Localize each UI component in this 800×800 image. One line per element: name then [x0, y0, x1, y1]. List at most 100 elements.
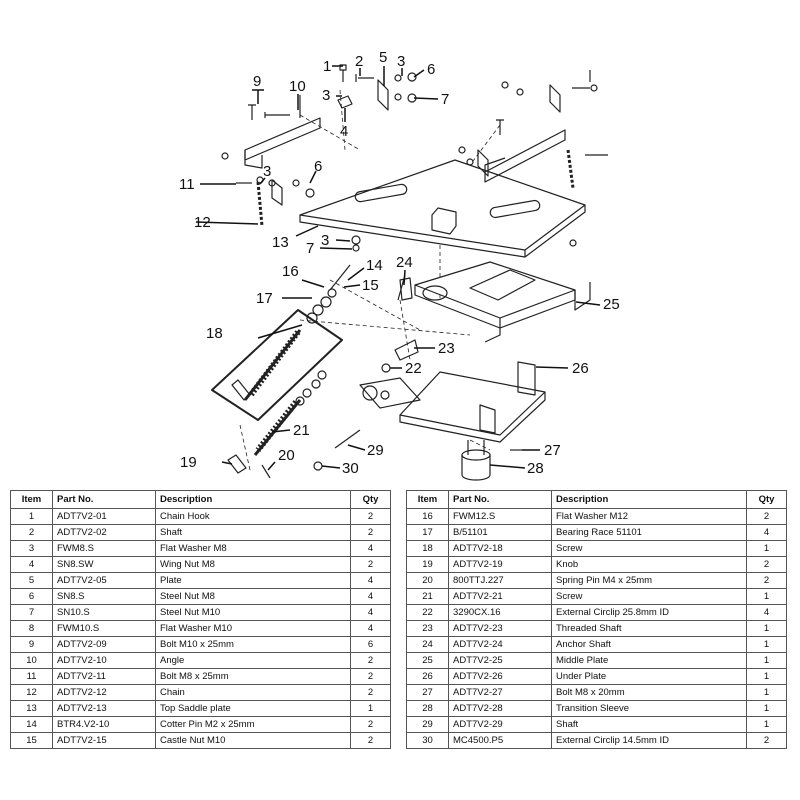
cell-part-no: FWM12.S [448, 508, 552, 525]
callout: 18 [206, 325, 223, 342]
cell-item: 8 [10, 620, 53, 637]
callout: 15 [362, 277, 379, 294]
cell-qty: 2 [746, 572, 787, 589]
cell-description: Transition Sleeve [551, 700, 747, 717]
cell-item: 26 [406, 668, 449, 685]
cell-description: Steel Nut M10 [155, 604, 351, 621]
cell-item: 20 [406, 572, 449, 589]
cell-qty: 1 [746, 668, 787, 685]
cell-part-no: ADT7V2-23 [448, 620, 552, 637]
cell-qty: 1 [746, 716, 787, 733]
cell-part-no: MC4500.P5 [448, 732, 552, 749]
cell-item: 9 [10, 636, 53, 653]
callout: 29 [367, 442, 384, 459]
cell-item: 11 [10, 668, 53, 685]
cell-item: 19 [406, 556, 449, 573]
callout: 10 [289, 78, 306, 95]
cell-description: Wing Nut M8 [155, 556, 351, 573]
top-saddle-plate [299, 159, 586, 251]
cell-item: 13 [10, 700, 53, 717]
cell-qty: 1 [746, 540, 787, 557]
cell-description: Angle [155, 652, 351, 669]
cell-qty: 2 [350, 716, 391, 733]
cell-description: Screw [551, 540, 747, 557]
cell-qty: 6 [350, 636, 391, 653]
right-chain [566, 149, 575, 189]
cell-part-no: ADT7V2-15 [52, 732, 156, 749]
cell-description: Chain [155, 684, 351, 701]
under-plate [399, 371, 546, 436]
cell-item: 10 [10, 652, 53, 669]
cell-part-no: B/51101 [448, 524, 552, 541]
cell-part-no: ADT7V2-25 [448, 652, 552, 669]
callout: 16 [282, 263, 299, 280]
cell-description: Steel Nut M8 [155, 588, 351, 605]
cell-part-no: ADT7V2-29 [448, 716, 552, 733]
left-chain [256, 181, 264, 227]
cell-description: Bearing Race 51101 [551, 524, 747, 541]
cell-part-no: BTR4.V2-10 [52, 716, 156, 733]
callout: 3 [322, 87, 330, 104]
cell-qty: 4 [350, 588, 391, 605]
cell-description: Top Saddle plate [155, 700, 351, 717]
cell-item: 4 [10, 556, 53, 573]
cell-qty: 4 [746, 604, 787, 621]
cell-item: 7 [10, 604, 53, 621]
cell-item: 16 [406, 508, 449, 525]
callout: 3 [263, 163, 271, 180]
cell-item: 27 [406, 684, 449, 701]
callout: 11 [179, 176, 195, 193]
header-qty: Qty [350, 490, 391, 509]
screw-18-highlight-box [211, 309, 343, 421]
callout: 14 [366, 257, 383, 274]
callout: 6 [314, 158, 322, 175]
cell-item: 30 [406, 732, 449, 749]
cell-qty: 2 [746, 556, 787, 573]
cell-part-no: ADT7V2-21 [448, 588, 552, 605]
cell-qty: 2 [350, 508, 391, 525]
cell-item: 24 [406, 636, 449, 653]
callout: 17 [256, 290, 273, 307]
callout: 20 [278, 447, 295, 464]
cell-part-no: 3290CX.16 [448, 604, 552, 621]
cell-description: Plate [155, 572, 351, 589]
cell-part-no: SN10.S [52, 604, 156, 621]
cell-qty: 4 [350, 620, 391, 637]
cell-description: Flat Washer M8 [155, 540, 351, 557]
cell-item: 1 [10, 508, 53, 525]
callout: 19 [180, 454, 197, 471]
screw-assembly [227, 264, 522, 479]
cell-description: Bolt M10 x 25mm [155, 636, 351, 653]
cell-part-no: ADT7V2-18 [448, 540, 552, 557]
cell-part-no: ADT7V2-12 [52, 684, 156, 701]
callout: 30 [342, 460, 359, 477]
cell-item: 5 [10, 572, 53, 589]
cell-qty: 2 [350, 732, 391, 749]
cell-part-no: SN8.SW [52, 556, 156, 573]
cell-part-no: ADT7V2-27 [448, 684, 552, 701]
cell-qty: 1 [746, 684, 787, 701]
callout: 23 [438, 340, 455, 357]
cell-qty: 4 [350, 572, 391, 589]
callout: 9 [253, 73, 261, 90]
cell-qty: 4 [350, 604, 391, 621]
cell-item: 2 [10, 524, 53, 541]
callout-labels: 1 2 3 5 6 9 10 3 4 7 6 3 11 12 13 3 7 24… [179, 49, 620, 477]
callout: 22 [405, 360, 422, 377]
